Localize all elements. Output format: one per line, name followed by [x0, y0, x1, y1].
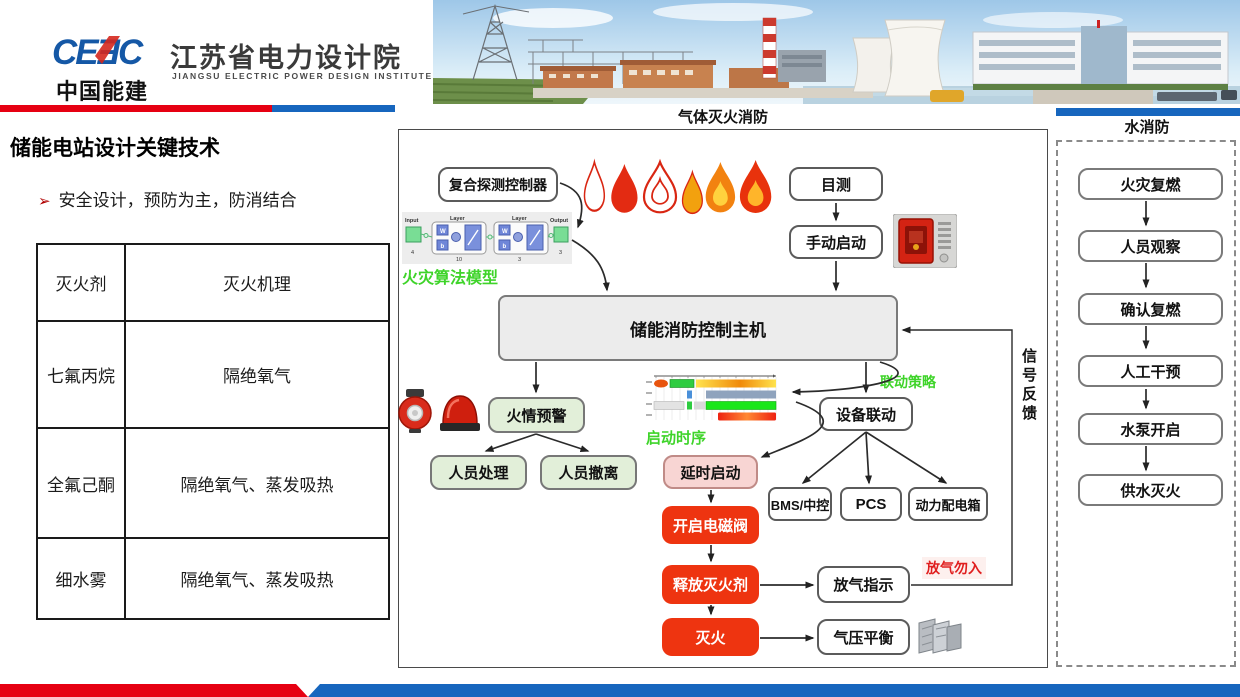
- water-section-border: [1056, 140, 1236, 667]
- header-bar-blue: [272, 105, 395, 112]
- node-pressure-balance: 气压平衡: [817, 619, 910, 655]
- footer-chevron: [296, 684, 320, 697]
- bullet-item: ➢ 安全设计，预防为主，防消结合: [38, 186, 297, 211]
- label-linkage-strategy: 联动策略: [880, 374, 936, 390]
- node-manual-start: 手动启动: [789, 225, 883, 259]
- ceec-logo-icon: CEƎC: [52, 33, 146, 72]
- node-detector: 复合探测控制器: [438, 167, 558, 202]
- water-step-observe: 人员观察: [1078, 230, 1223, 262]
- node-power-box: 动力配电箱: [908, 487, 988, 521]
- node-bms: BMS/中控: [768, 487, 832, 521]
- cell-agent: 全氟己酮: [36, 427, 126, 539]
- col-header-agent: 灭火剂: [36, 243, 126, 322]
- bullet-text: 安全设计，预防为主，防消结合: [58, 191, 297, 210]
- logo-chinese-name: 中国能建: [56, 79, 149, 104]
- node-extinguish: 灭火: [662, 618, 759, 656]
- agent-table: 灭火剂 灭火机理 七氟丙烷 隔绝氧气 全氟己酮 隔绝氧气、蒸发吸热 细水雾 隔绝…: [36, 243, 390, 620]
- page-title: 储能电站设计关键技术: [10, 137, 220, 160]
- node-personnel-evacuate: 人员撤离: [540, 455, 637, 490]
- footer-bar-red: [0, 684, 309, 697]
- node-personnel-handle: 人员处理: [430, 455, 527, 490]
- cell-mechanism: 隔绝氧气、蒸发吸热: [124, 427, 390, 539]
- cell-agent: 七氟丙烷: [36, 320, 126, 429]
- label-signal-feedback: 信号反馈: [1020, 348, 1037, 424]
- header-bar-red: [0, 105, 272, 112]
- cell-mechanism: 隔绝氧气、蒸发吸热: [124, 537, 390, 620]
- col-header-mechanism: 灭火机理: [124, 243, 390, 322]
- node-visual: 目测: [789, 167, 883, 201]
- water-step-confirm: 确认复燃: [1078, 293, 1223, 325]
- node-fire-warning: 火情预警: [488, 397, 585, 433]
- node-open-valve: 开启电磁阀: [662, 506, 759, 544]
- table-row: 全氟己酮 隔绝氧气、蒸发吸热: [36, 427, 390, 539]
- cell-agent: 细水雾: [36, 537, 126, 620]
- label-algorithm-model: 火灾算法模型: [402, 270, 499, 287]
- water-step-reignition: 火灾复燃: [1078, 168, 1223, 200]
- water-header-bar: [1056, 108, 1240, 116]
- water-step-intervene: 人工干预: [1078, 355, 1223, 387]
- banner-photo: [433, 0, 1240, 104]
- water-step-pump: 水泵开启: [1078, 413, 1223, 445]
- gas-section-title: 气体灭火消防: [677, 109, 768, 126]
- label-start-sequence: 启动时序: [646, 430, 707, 447]
- node-gas-indicator: 放气指示: [817, 566, 910, 603]
- footer-bar-blue: [309, 684, 1240, 697]
- svg-text:CEƎC: CEƎC: [52, 33, 144, 72]
- institute-name-en: JIANGSU ELECTRIC POWER DESIGN INSTITUTE: [172, 71, 433, 81]
- node-delay-start: 延时启动: [663, 455, 758, 489]
- table-row: 七氟丙烷 隔绝氧气: [36, 320, 390, 429]
- table-header-row: 灭火剂 灭火机理: [36, 243, 390, 322]
- node-linkage: 设备联动: [819, 397, 913, 431]
- bullet-arrow-icon: ➢: [38, 193, 51, 210]
- label-no-entry-warning: 放气勿入: [922, 557, 986, 579]
- water-step-supply: 供水灭火: [1078, 474, 1223, 506]
- institute-name-cn: 江苏省电力设计院: [170, 43, 402, 73]
- table-row: 细水雾 隔绝氧气、蒸发吸热: [36, 537, 390, 620]
- node-pcs: PCS: [840, 487, 902, 521]
- node-main-controller: 储能消防控制主机: [498, 295, 898, 361]
- water-section-title: 水消防: [1124, 119, 1170, 136]
- cell-mechanism: 隔绝氧气: [124, 320, 390, 429]
- node-release-agent: 释放灭火剂: [662, 565, 759, 604]
